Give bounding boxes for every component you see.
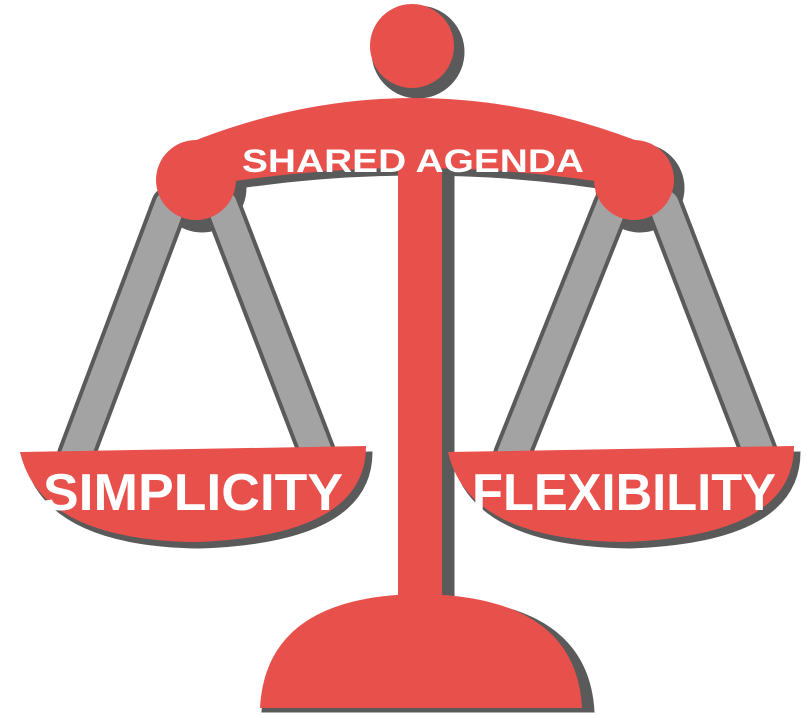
right-inner-chain-fill: [497, 190, 627, 470]
left-outer-chain-fill: [61, 190, 185, 470]
scale-body: [20, 4, 794, 708]
beam-label: SHARED AGENDA: [242, 143, 584, 179]
right-pan: [448, 446, 794, 542]
center-column: [398, 160, 442, 635]
left-pan-label: SIMPLICITY: [43, 464, 343, 522]
top-knob: [370, 4, 454, 88]
beam: [172, 98, 660, 192]
left-pan: [20, 446, 366, 542]
left-inner-chain-fill: [207, 190, 333, 470]
base: [260, 594, 582, 708]
chains: [57, 186, 779, 474]
right-outer-chain-fill: [649, 190, 775, 470]
right-beam-end: [594, 140, 674, 220]
left-beam-end: [156, 140, 236, 220]
right-pan-label: FLEXIBILITY: [472, 464, 776, 522]
